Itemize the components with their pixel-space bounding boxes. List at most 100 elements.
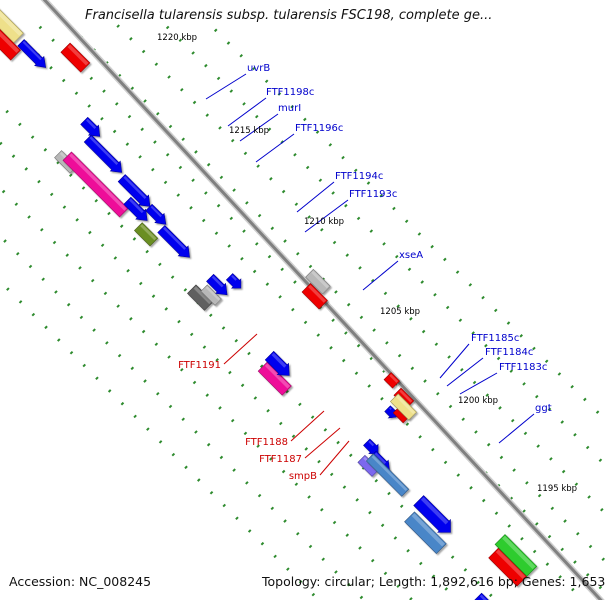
tick-mark: [151, 167, 155, 172]
tick-mark: [374, 478, 379, 483]
tick-mark: [139, 281, 143, 286]
tick-mark: [345, 533, 350, 537]
gene-feature: [257, 361, 292, 396]
tick-mark: [178, 165, 183, 170]
tick-mark: [291, 307, 295, 312]
leader-line: [296, 181, 335, 213]
gene-feature-body: [83, 134, 123, 173]
gene-feature: [60, 42, 91, 73]
gene-label: ggt: [535, 403, 552, 414]
tick-mark: [294, 482, 299, 487]
tick-mark: [532, 549, 537, 554]
gene-feature-body: [383, 372, 401, 389]
tick-mark: [355, 498, 359, 502]
tick-mark: [180, 367, 184, 372]
tick-mark: [267, 254, 272, 259]
tick-mark: [24, 167, 29, 171]
gene-feature-highlight: [22, 40, 42, 61]
tick-mark: [151, 294, 156, 298]
topology-text: Topology: circular; Length: 1,892,616 bp…: [262, 574, 605, 589]
tick-mark: [191, 51, 195, 55]
gene-feature-highlight: [502, 535, 536, 570]
tick-mark: [356, 216, 361, 221]
tick-mark: [358, 546, 362, 550]
tick-mark: [40, 227, 44, 232]
tick-mark: [69, 173, 73, 178]
leader-line: [239, 113, 279, 142]
gene-feature: [389, 393, 417, 421]
leader-line: [459, 372, 498, 395]
tick-mark: [383, 291, 388, 296]
tick-mark: [209, 313, 213, 318]
tick-mark: [107, 389, 112, 393]
tick-mark: [181, 137, 185, 141]
tick-mark: [320, 227, 324, 232]
tick-mark: [126, 268, 130, 273]
tick-mark: [120, 401, 125, 406]
tick-mark: [260, 541, 265, 546]
gene-feature-body: [389, 393, 417, 421]
tick-mark: [189, 332, 194, 337]
tick-mark: [537, 493, 542, 498]
gene-label: smpB: [289, 471, 317, 482]
tick-mark: [346, 302, 351, 307]
tick-mark: [396, 304, 400, 308]
tick-mark: [62, 205, 67, 209]
tick-mark: [257, 213, 262, 218]
tick-mark: [183, 288, 188, 292]
tick-mark: [197, 478, 201, 482]
accession-text: Accession: NC_008245: [9, 574, 152, 589]
tick-mark: [353, 168, 358, 173]
gene-feature: [365, 453, 410, 497]
tick-mark: [100, 116, 104, 121]
tick-mark: [447, 355, 451, 359]
tick-mark: [601, 557, 605, 562]
gene-feature-highlight: [85, 118, 97, 129]
gene-label: FTF1198c: [266, 87, 314, 98]
tick-mark: [11, 154, 16, 158]
tick-mark: [486, 442, 491, 447]
tick-mark: [600, 507, 604, 512]
tick-mark: [189, 206, 193, 210]
tick-mark: [369, 229, 374, 233]
gene-feature: [305, 268, 331, 295]
tick-mark: [456, 473, 461, 477]
tick-mark: [512, 468, 516, 472]
gene-feature: [301, 283, 328, 310]
gene-feature-body: [494, 534, 538, 577]
gene-feature-highlight: [399, 389, 413, 403]
tick-mark: [598, 458, 603, 463]
tick-mark: [359, 595, 364, 600]
gene-feature-highlight: [0, 11, 22, 36]
tick-mark: [323, 428, 328, 432]
tick-mark: [342, 485, 347, 489]
tick-mark: [332, 520, 337, 525]
tick-mark: [155, 392, 160, 396]
tick-mark: [434, 342, 439, 347]
tick-mark: [87, 104, 91, 108]
tick-mark: [468, 283, 473, 287]
tick-mark: [140, 127, 144, 132]
gene-label: FTF1191: [178, 360, 221, 371]
tick-mark: [41, 277, 45, 281]
gene-feature-highlight: [193, 286, 212, 305]
gene-feature-highlight: [389, 373, 399, 383]
tick-marks-layer: [0, 22, 605, 600]
tick-mark: [280, 267, 284, 272]
tick-mark: [5, 109, 9, 114]
tick-mark: [181, 417, 185, 422]
gene-label: FTF1188: [245, 437, 288, 448]
tick-mark: [595, 410, 600, 414]
tick-mark: [506, 321, 511, 325]
leader-line: [319, 440, 350, 476]
gene-feature: [117, 174, 151, 207]
gene-feature-body: [123, 196, 148, 221]
tick-mark: [252, 66, 256, 71]
tick-mark: [316, 333, 321, 337]
scale-label: 1210 kbp: [304, 217, 344, 227]
tick-mark: [180, 87, 184, 92]
tick-mark: [585, 445, 590, 450]
tick-mark: [95, 376, 99, 380]
tick-mark: [94, 198, 99, 203]
tick-mark: [269, 177, 273, 181]
